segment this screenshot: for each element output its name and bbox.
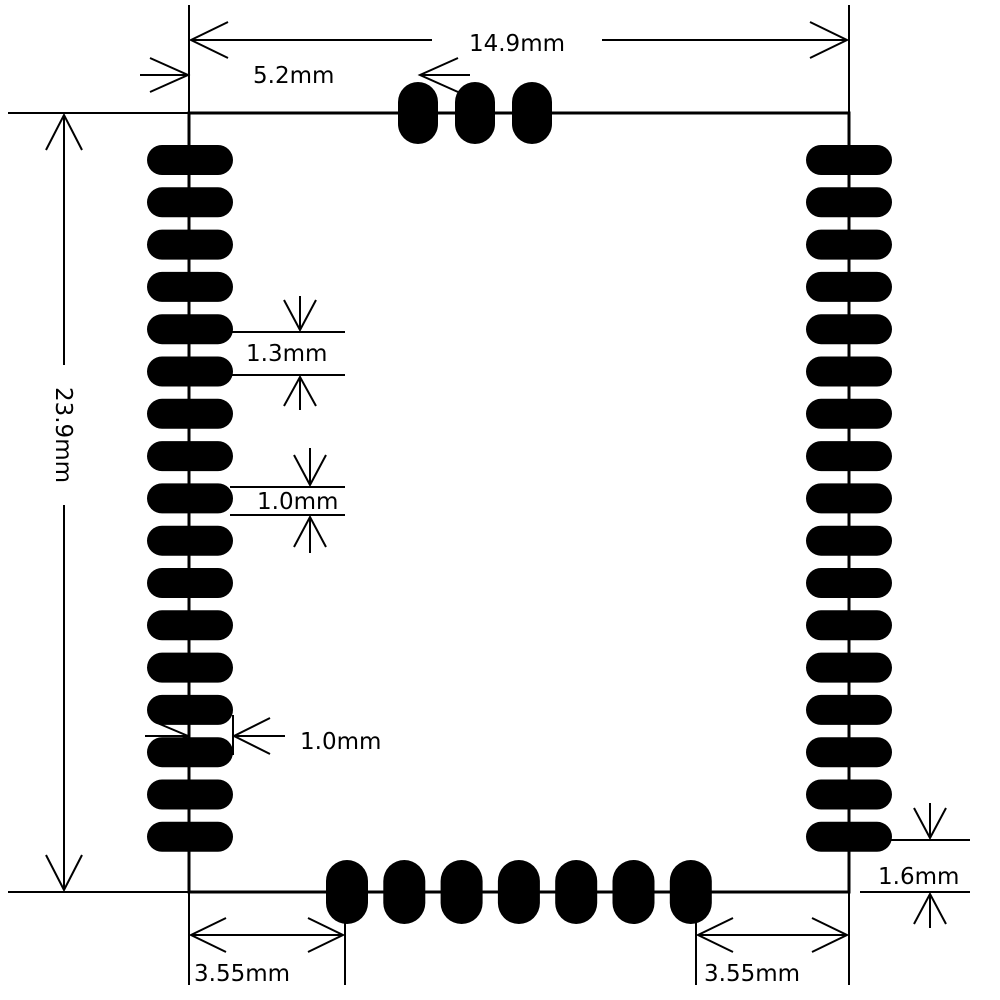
left-pad: [147, 145, 233, 175]
pad-inset-dimension: 1.0mm: [145, 715, 381, 755]
corner-gap-label: 1.6mm: [878, 864, 959, 890]
bottom-pad: [326, 860, 368, 924]
top-pad-row: [398, 82, 552, 144]
top-pad: [398, 82, 438, 144]
bottom-pad: [497, 860, 540, 924]
right-pad: [806, 145, 892, 175]
bottom-left-offset-label: 3.55mm: [194, 961, 290, 987]
pad-pitch-dimension: 1.3mm: [230, 296, 345, 410]
top-pad: [512, 82, 552, 144]
pad-inset-label: 1.0mm: [300, 729, 381, 755]
bottom-pad: [612, 860, 655, 924]
right-pad: [806, 525, 892, 556]
bottom-pad: [555, 860, 598, 924]
bottom-left-offset-dimension: 3.55mm: [188, 892, 346, 987]
pad-pitch-label: 1.3mm: [246, 341, 327, 367]
right-pad: [806, 271, 892, 302]
right-pad: [806, 821, 892, 852]
right-pad: [806, 737, 892, 768]
pad-width-dimension: 1.0mm: [230, 448, 345, 553]
right-pad: [806, 652, 892, 683]
left-pad: [147, 737, 233, 768]
width-dimension: 14.9mm: [188, 5, 850, 113]
right-pad: [806, 229, 892, 260]
left-pad: [147, 356, 233, 387]
right-pad: [806, 441, 892, 472]
right-pad: [806, 187, 892, 218]
height-dimension: 23.9mm: [8, 112, 189, 893]
top-offset-dimension: 5.2mm: [140, 57, 470, 93]
bottom-pad-row: [326, 860, 712, 924]
right-pad: [806, 779, 892, 810]
left-pad-row: [147, 145, 233, 852]
left-pad: [147, 779, 233, 810]
bottom-right-offset-dimension: 3.55mm: [695, 892, 850, 987]
left-pad: [147, 610, 233, 641]
bottom-pad: [383, 860, 426, 924]
right-pad: [806, 694, 892, 725]
left-pad: [147, 441, 233, 472]
left-pad: [147, 525, 233, 556]
left-pad: [147, 652, 233, 683]
left-pad: [147, 821, 233, 852]
bottom-right-offset-label: 3.55mm: [704, 961, 800, 987]
bottom-pad: [669, 860, 712, 924]
height-dimension-label: 23.9mm: [50, 387, 76, 483]
left-pad: [147, 483, 233, 514]
right-pad: [806, 568, 892, 598]
left-pad: [147, 187, 233, 218]
bottom-pad: [440, 860, 483, 924]
left-pad: [147, 229, 233, 260]
right-pad: [806, 314, 892, 345]
corner-gap-dimension: 1.6mm: [860, 803, 970, 928]
right-pad: [806, 398, 892, 429]
left-pad: [147, 314, 233, 345]
pad-width-label: 1.0mm: [257, 489, 338, 515]
right-pad: [806, 356, 892, 387]
width-dimension-label: 14.9mm: [469, 31, 565, 57]
right-pad: [806, 483, 892, 514]
top-pad: [455, 82, 495, 144]
right-pad: [806, 610, 892, 641]
right-pad-row: [806, 145, 892, 852]
left-pad: [147, 568, 233, 598]
left-pad: [147, 398, 233, 429]
left-pad: [147, 271, 233, 302]
left-pad: [147, 694, 233, 725]
top-offset-label: 5.2mm: [253, 63, 334, 89]
